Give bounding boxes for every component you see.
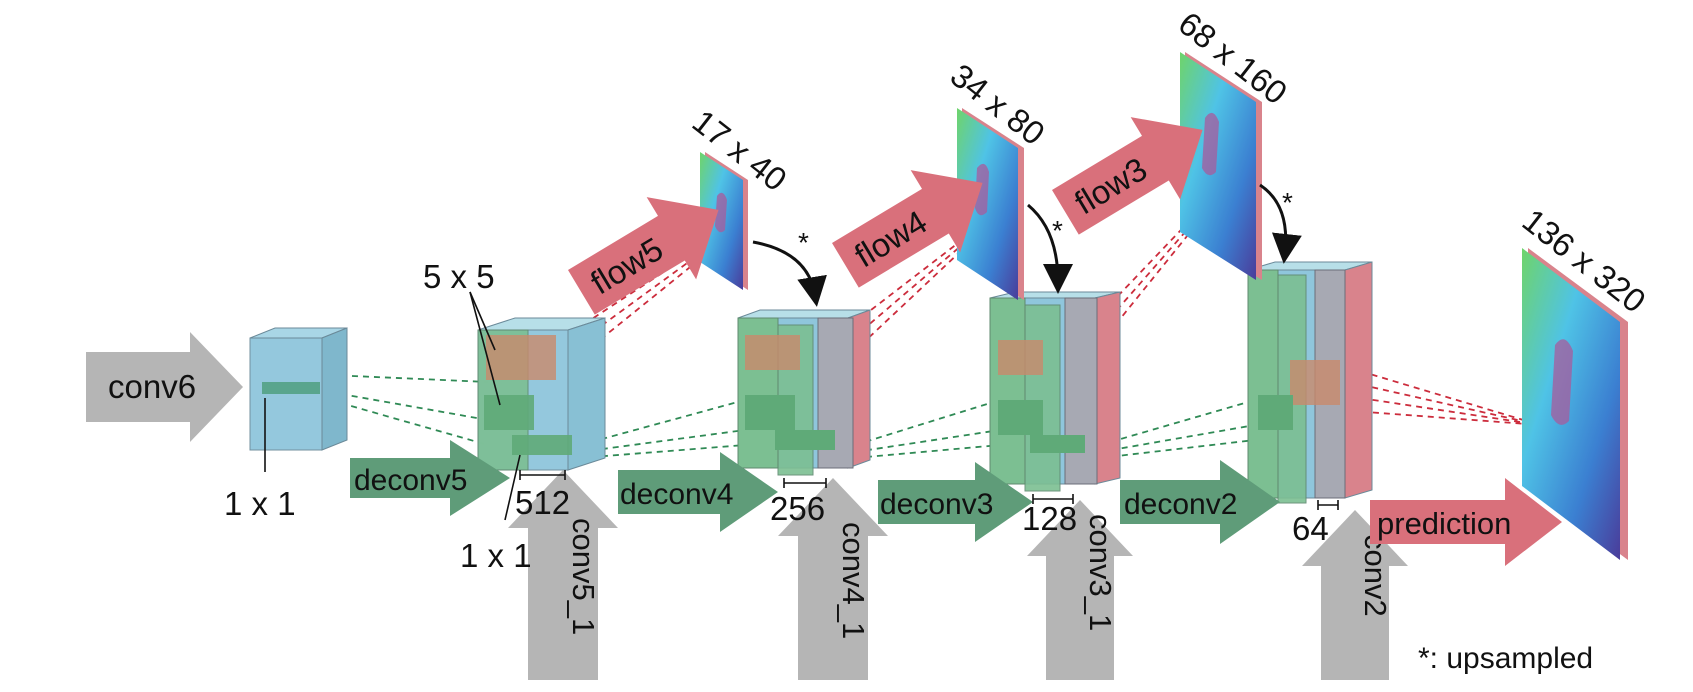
conv2-arrow-label: conv2: [1358, 534, 1393, 617]
block-deconv4: [737, 309, 871, 476]
deconv2-arrow: deconv2: [1120, 460, 1280, 544]
upsample-arrow-3: [1259, 183, 1302, 264]
flow4-map: [957, 108, 1024, 300]
conv3-1-arrow-label: conv3_1: [1083, 514, 1118, 631]
conv6-arrow-label: conv6: [108, 368, 196, 405]
dash-green: [329, 374, 489, 383]
upsample-star-1: *: [798, 227, 809, 258]
conv5-1-arrow: conv5_1: [508, 470, 618, 680]
conv6-kernel-label: 1 x 1: [224, 485, 296, 522]
dash-green: [579, 429, 746, 453]
deconv4-arrow: deconv4: [618, 452, 778, 532]
dash-green: [329, 391, 489, 421]
conv6-block: [249, 327, 348, 451]
dash-green: [854, 444, 1001, 459]
dash-green: [1099, 424, 1256, 453]
block-deconv2: [1247, 261, 1373, 504]
deconv3-arrow: deconv3: [878, 462, 1033, 542]
upsample-arrow-2: [1027, 203, 1073, 294]
deconv5-arrow: deconv5: [350, 440, 510, 516]
flow3-map: [1180, 52, 1262, 280]
upsample-star-3: *: [1282, 187, 1293, 218]
channels-512-label: 512: [515, 484, 570, 521]
dash-green: [854, 399, 1001, 446]
dash-red: [1339, 409, 1541, 426]
dash-green: [854, 429, 1001, 453]
flow5-map: [700, 152, 748, 290]
dash-red: [1339, 364, 1541, 426]
deconv4-arrow-label: deconv4: [620, 478, 733, 511]
legend-upsampled: *: upsampled: [1418, 642, 1593, 675]
dash-green: [329, 399, 489, 446]
deconv3-arrow-label: deconv3: [880, 488, 993, 521]
deconv2-arrow-label: deconv2: [1124, 488, 1237, 521]
dash-green: [579, 444, 746, 459]
channels-128-label: 128: [1022, 500, 1077, 537]
kernel-1x1-label: 1 x 1: [460, 537, 532, 574]
conv2-arrow: conv2: [1302, 510, 1408, 680]
prediction-arrow-label: prediction: [1377, 506, 1511, 541]
kernel-5x5-label: 5 x 5: [423, 258, 495, 295]
conv3-1-arrow: conv3_1: [1027, 500, 1133, 680]
dash-red: [1339, 394, 1541, 426]
deconv5-arrow-label: deconv5: [354, 464, 467, 497]
prediction-map: [1522, 248, 1628, 560]
channels-256-label: 256: [770, 490, 825, 527]
dash-red: [574, 244, 706, 331]
flow4-arrow: flow4: [832, 170, 983, 288]
dash-green: [1099, 439, 1256, 459]
conv5-1-arrow-label: conv5_1: [566, 518, 601, 635]
channels-64-label: 64: [1292, 510, 1329, 547]
upsample-star-2: *: [1052, 215, 1063, 246]
prediction-arrow: prediction: [1370, 478, 1562, 566]
conv4-1-arrow: conv4_1: [778, 478, 888, 680]
conv4-1-arrow-label: conv4_1: [836, 522, 871, 639]
annotation-lines: [264, 291, 1339, 521]
block-deconv3: [989, 291, 1121, 492]
block-deconv5: [477, 317, 606, 471]
upsample-arrows: [752, 183, 1302, 307]
dash-green: [1099, 399, 1256, 446]
conv6-arrow: conv6: [86, 332, 243, 442]
dash-red: [1339, 379, 1541, 426]
upsample-arrow-1: [752, 240, 827, 307]
